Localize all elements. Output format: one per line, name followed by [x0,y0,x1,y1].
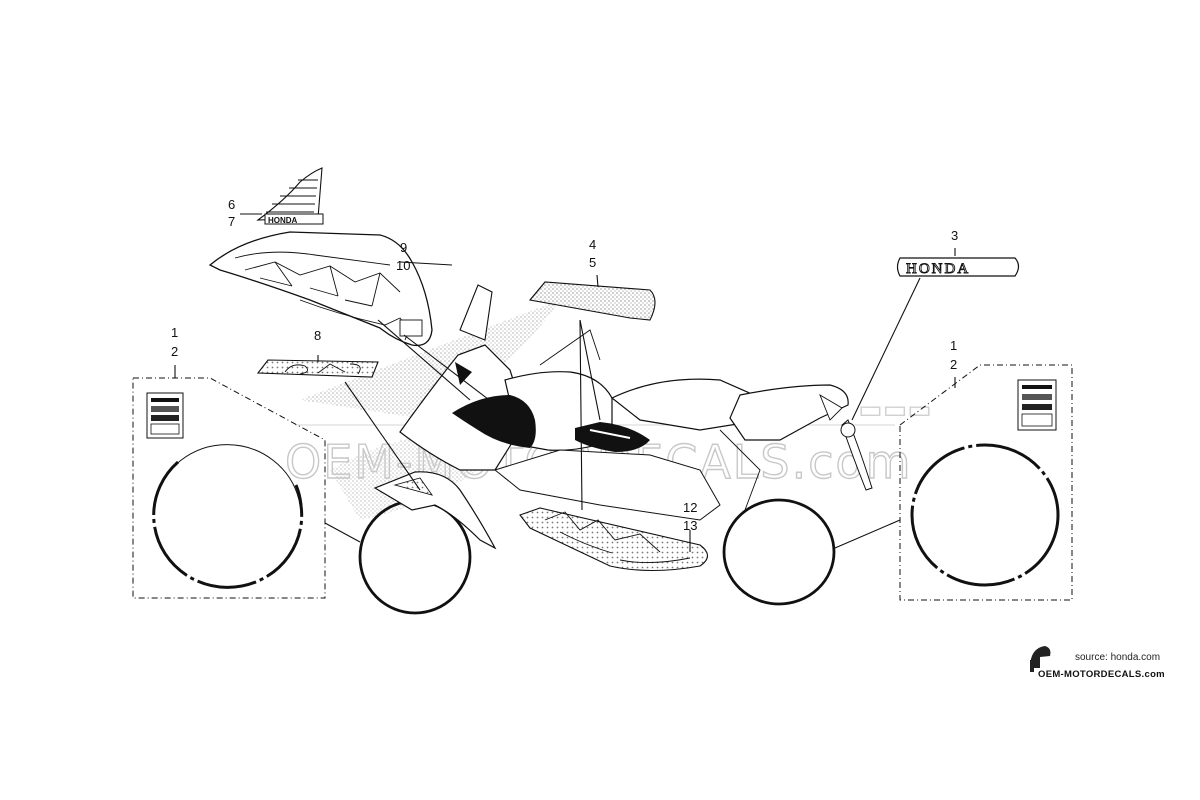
callout-9: 9 [400,240,407,255]
abs-decal [256,359,379,378]
wheel-decal-panel-left [132,377,326,599]
wheel-decal-panel-right [899,364,1073,601]
callout-5: 5 [589,255,596,270]
callout-1-right: 1 [950,338,957,353]
upper-cowl-decal [528,281,656,321]
footer-logo-text: OEM-MOTORDECALS.com [1038,669,1165,680]
callout-4: 4 [589,237,596,252]
source-footer: source: honda.com OEM-MOTORDECALS.com [1030,646,1165,680]
honda-wing-emblem-decal: HONDA [240,167,324,225]
callout-2-left: 2 [171,344,178,359]
callout-6: 6 [228,197,235,212]
source-credit: source: honda.com [1075,652,1160,663]
svg-text:HONDA: HONDA [268,216,298,225]
callout-12: 12 [683,500,697,515]
callout-7: 7 [228,214,235,229]
callout-8: 8 [314,328,321,343]
helmet-logo-icon [1030,646,1051,672]
leader-lines [174,248,956,552]
side-cover-decal [519,507,709,572]
honda-emblem-lettering: HONDA [906,261,970,277]
callout-numbers: 6 7 9 10 4 5 3 8 1 2 1 2 12 13 [171,197,958,533]
callout-1-left: 1 [171,325,178,340]
shroud-decal [208,231,433,347]
motorcycle-outline [358,284,873,615]
callout-2-right: 2 [950,357,957,372]
callout-13: 13 [683,518,697,533]
watermark-mark: ▭▭▭ [858,395,932,425]
callout-3: 3 [951,228,958,243]
callout-10: 10 [396,258,410,273]
honda-emblem-decal: HONDA [896,257,1020,277]
